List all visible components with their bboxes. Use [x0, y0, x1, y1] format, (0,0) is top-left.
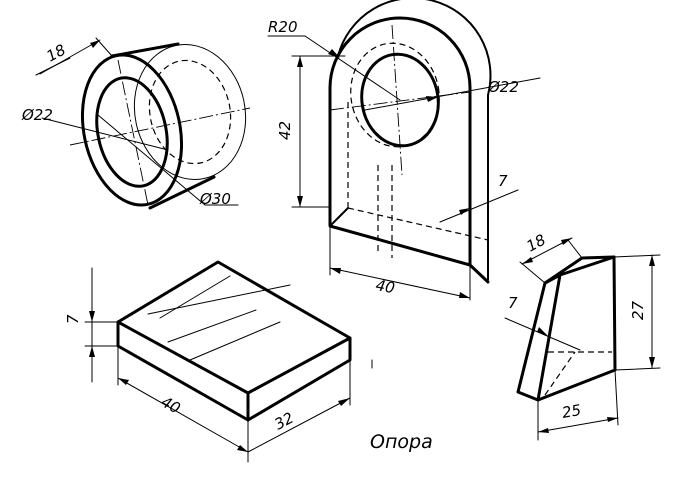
upright-width-dimension-line	[329, 267, 471, 299]
base-plate-thickness-arrow-bottom	[89, 346, 95, 357]
rib-top-arrow-1	[522, 257, 533, 264]
upright-radius-label: R20	[268, 18, 298, 36]
rib-height-extension-bottom	[614, 367, 661, 371]
rib-hidden-slant	[544, 351, 576, 396]
rib-bottom-dimension-line	[537, 417, 619, 433]
upright-thickness-label: 7	[498, 172, 508, 190]
rib-height-label: 27	[629, 300, 647, 320]
base-plate-part: 7 40 32	[64, 260, 352, 463]
rib-bottom-arrow-left	[538, 428, 549, 433]
base-plate-length-arrow-left	[118, 378, 129, 385]
cylinder-inner-diameter-leader	[41, 117, 169, 151]
upright-bottom-depth-edge	[468, 263, 490, 284]
rib-bottom-edge	[517, 391, 539, 401]
cylinder-front-outline	[80, 53, 184, 207]
base-plate-thickness-arrow-top	[89, 311, 95, 322]
cylinder-front-bore	[95, 76, 169, 188]
upright-width-label: 40	[374, 276, 396, 297]
cylinder-length-arrow	[90, 40, 100, 48]
upright-radius-leader	[304, 35, 401, 101]
upright-hidden-bottom	[347, 207, 489, 241]
upright-hole-front	[360, 52, 440, 148]
base-plate-top-line-4	[159, 275, 231, 319]
base-plate-top-line-1	[147, 284, 291, 315]
drawing-caption: Опора	[370, 431, 433, 453]
upright-front-face	[328, 16, 472, 267]
upright-hole-diameter-leader	[364, 77, 541, 111]
rib-thickness-label: 7	[508, 294, 518, 312]
rib-height-extension-top	[613, 254, 661, 258]
upright-part: R20 Ø22 42 7 40	[267, 0, 541, 301]
base-plate-thickness-label: 7	[64, 314, 82, 324]
cylinder-rear-hidden-bore	[148, 59, 232, 165]
base-plate-length-arrow-right	[237, 445, 248, 452]
upright-thickness-dimension-line	[439, 189, 519, 223]
upright-width-arrow-left	[330, 268, 341, 274]
cylinder-part: 18 Ø22 Ø30	[21, 37, 251, 210]
cylinder-rear-outline	[133, 44, 247, 180]
upright-height-label: 42	[276, 121, 294, 140]
upright-height-arrow-top	[297, 56, 303, 67]
cylinder-axis	[69, 107, 251, 146]
upright-rear-outline	[337, 0, 492, 281]
upright-hole-diameter-arrow	[426, 96, 438, 102]
base-plate-length-label: 40	[158, 393, 183, 418]
cylinder-outer-diameter-leader	[97, 114, 206, 206]
cylinder-outer-diameter-label: Ø30	[199, 190, 231, 208]
base-plate-length-dimension-line	[117, 377, 249, 453]
base-plate-width-arrow-right	[338, 398, 350, 406]
rib-bottom-extension-right	[614, 369, 619, 426]
upright-thickness-arrow	[459, 208, 470, 215]
rib-part: 18 7 27 25	[504, 231, 661, 441]
rib-top-extension-1	[519, 261, 546, 284]
upright-height-arrow-bottom	[297, 196, 303, 207]
base-plate-width-dimension-line	[247, 397, 351, 453]
upright-hole-diameter-label: Ø22	[487, 78, 519, 96]
base-plate-top-face	[116, 260, 352, 395]
rib-top-arrow-2	[561, 238, 572, 245]
cylinder-bottom-edge	[148, 175, 216, 210]
rib-right-inner-edge	[559, 256, 615, 276]
upright-width-arrow-right	[459, 292, 470, 298]
cylinder-length-dimension-line	[39, 39, 101, 75]
rib-front-face	[516, 273, 562, 402]
rib-bottom-arrow-right	[607, 417, 618, 422]
base-plate-width-label: 32	[271, 409, 296, 434]
upright-left-depth-edge	[329, 207, 349, 227]
base-plate-top-line-3	[189, 321, 281, 361]
rib-bottom-label: 25	[561, 401, 583, 422]
cylinder-vertical-centerline	[117, 59, 149, 206]
upright-hole-vertical-centerline	[391, 24, 403, 176]
cylinder-length-label: 18	[43, 41, 68, 66]
rib-thickness-arrow	[537, 327, 548, 336]
base-plate-front-edges	[116, 320, 352, 422]
rib-top-extension-2	[567, 239, 583, 259]
rib-height-arrow-top	[649, 255, 655, 266]
rib-height-arrow-bottom	[649, 357, 655, 368]
base-plate-top-line-2	[167, 309, 257, 343]
cylinder-inner-diameter-label: Ø22	[21, 106, 53, 124]
